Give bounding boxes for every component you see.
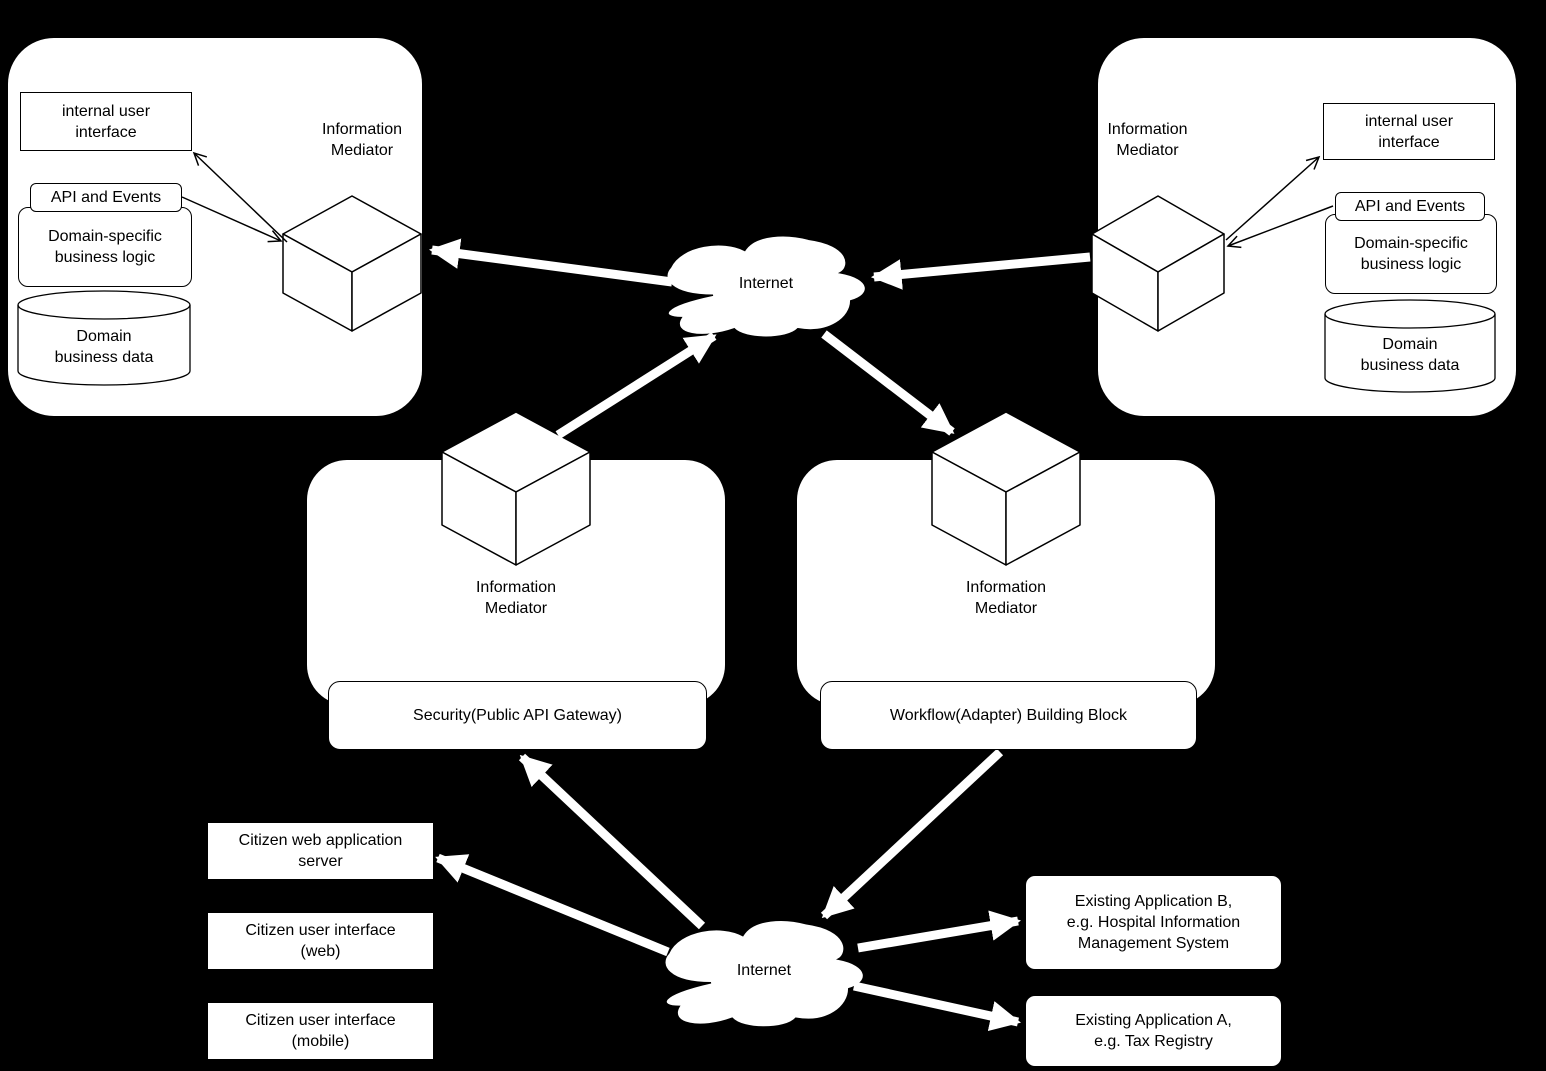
mediator-top-left-line1: Information <box>321 121 403 138</box>
citizen-ui-mobile-box: Citizen user interface (mobile) <box>207 1002 434 1060</box>
internet-top-text: Internet <box>738 274 794 292</box>
api-events-left-label: API and Events <box>50 189 162 206</box>
internet-cloud-bottom <box>664 919 865 1028</box>
existing-app-a-box: Existing Application A, e.g. Tax Registr… <box>1025 995 1282 1067</box>
security-gateway-label: Security(Public API Gateway) <box>413 707 622 724</box>
arrow-mediator-mid-left-to-internet <box>555 332 717 439</box>
mediator-top-right-line2: Mediator <box>1116 142 1179 159</box>
mediator-label-mid-left: Information Mediator <box>436 574 596 622</box>
arrow-mediator-top-right-to-internet <box>870 252 1091 290</box>
arrow-workflow-to-internet <box>820 748 1004 920</box>
mediator-label-top-left: Information Mediator <box>282 116 442 164</box>
information-mediator-cube-mid-right <box>931 411 1081 566</box>
domain-data-cylinder-left <box>17 290 191 386</box>
citizen-ui-mobile-line1: Citizen user interface <box>245 1012 396 1029</box>
arrow-internet-to-mediator-top-left <box>428 238 673 287</box>
citizen-ui-web-line1: Citizen user interface <box>245 922 396 939</box>
arrow-mediator-to-internal-ui-left <box>192 151 288 243</box>
api-events-box-left: API and Events <box>30 183 182 212</box>
existing-app-b-box: Existing Application B, e.g. Hospital In… <box>1025 875 1282 970</box>
workflow-adapter-box: Workflow(Adapter) Building Block <box>820 681 1197 750</box>
internal-ui-right-line2: interface <box>1378 133 1440 151</box>
mediator-top-right-line1: Information <box>1107 121 1188 138</box>
mediator-mid-left-line2: Mediator <box>484 600 548 617</box>
mediator-mid-right-line2: Mediator <box>974 600 1038 617</box>
business-logic-right-line1: Domain-specific <box>1354 235 1468 252</box>
domain-data-label-right: Domain business data <box>1325 326 1495 384</box>
workflow-adapter-label: Workflow(Adapter) Building Block <box>889 707 1128 724</box>
existing-app-b-line2: e.g. Hospital Information <box>1066 914 1241 931</box>
domain-data-label-left: Domain business data <box>18 318 190 376</box>
internal-ui-left-line2: interface <box>75 123 137 141</box>
information-mediator-cube-top-left <box>282 195 422 332</box>
citizen-web-server-line1: Citizen web application <box>238 832 403 849</box>
api-events-box-right: API and Events <box>1335 192 1485 221</box>
business-logic-left-line2: business logic <box>54 249 156 266</box>
domain-data-left-line1: Domain <box>76 328 132 345</box>
internal-user-interface-box-left: internal user interface <box>20 92 192 151</box>
mediator-mid-left-line1: Information <box>475 579 557 596</box>
internal-user-interface-box-right: internal user interface <box>1323 103 1495 160</box>
arrow-internet-to-existing-app-b <box>857 910 1022 953</box>
business-logic-box-right: Domain-specific business logic <box>1325 214 1497 294</box>
mediator-top-left-line2: Mediator <box>330 142 394 159</box>
domain-data-right-line2: business data <box>1360 357 1460 374</box>
citizen-web-server-line2: server <box>298 853 343 870</box>
existing-app-b-line1: Existing Application B, <box>1074 893 1233 910</box>
internet-label-top: Internet <box>706 271 826 295</box>
api-events-right-label: API and Events <box>1354 198 1466 215</box>
information-mediator-cube-mid-left <box>441 411 591 566</box>
internet-bottom-text: Internet <box>736 961 792 979</box>
existing-app-a-line2: e.g. Tax Registry <box>1094 1033 1213 1050</box>
domain-data-cylinder-right <box>1324 299 1496 393</box>
business-logic-box-left: Domain-specific business logic <box>18 207 192 287</box>
security-gateway-box: Security(Public API Gateway) <box>328 681 707 750</box>
citizen-ui-web-box: Citizen user interface (web) <box>207 912 434 970</box>
domain-data-left-line2: business data <box>54 349 154 366</box>
arrow-api-to-mediator-left <box>181 196 283 243</box>
mediator-mid-right-line1: Information <box>965 579 1047 596</box>
citizen-ui-web-line2: (web) <box>300 943 341 960</box>
existing-app-a-line1: Existing Application A, <box>1075 1012 1232 1029</box>
arrow-mediator-to-internal-ui-right <box>1225 155 1321 241</box>
existing-app-b-line3: Management System <box>1077 935 1230 952</box>
internal-ui-left-line1: internal user <box>61 102 151 120</box>
internet-cloud-top <box>666 235 867 338</box>
internal-ui-right-line1: internal user <box>1364 112 1454 130</box>
business-logic-right-line2: business logic <box>1360 256 1462 273</box>
arrow-internet-to-mediator-mid-right <box>821 330 955 436</box>
mediator-label-mid-right: Information Mediator <box>926 574 1086 622</box>
arrow-api-to-mediator-right <box>1226 205 1334 249</box>
internet-label-bottom: Internet <box>704 958 824 982</box>
information-mediator-cube-top-right <box>1091 195 1225 332</box>
arrow-internet-to-security-gateway <box>518 753 706 930</box>
arrow-internet-to-citizen-web-server <box>435 853 670 957</box>
business-logic-left-line1: Domain-specific <box>48 228 162 245</box>
arrow-internet-to-existing-app-a <box>853 981 1021 1032</box>
citizen-ui-mobile-line2: (mobile) <box>291 1033 350 1050</box>
domain-data-right-line1: Domain <box>1382 336 1438 353</box>
citizen-web-app-server-box: Citizen web application server <box>207 822 434 880</box>
mediator-label-top-right: Information Mediator <box>1065 116 1230 164</box>
